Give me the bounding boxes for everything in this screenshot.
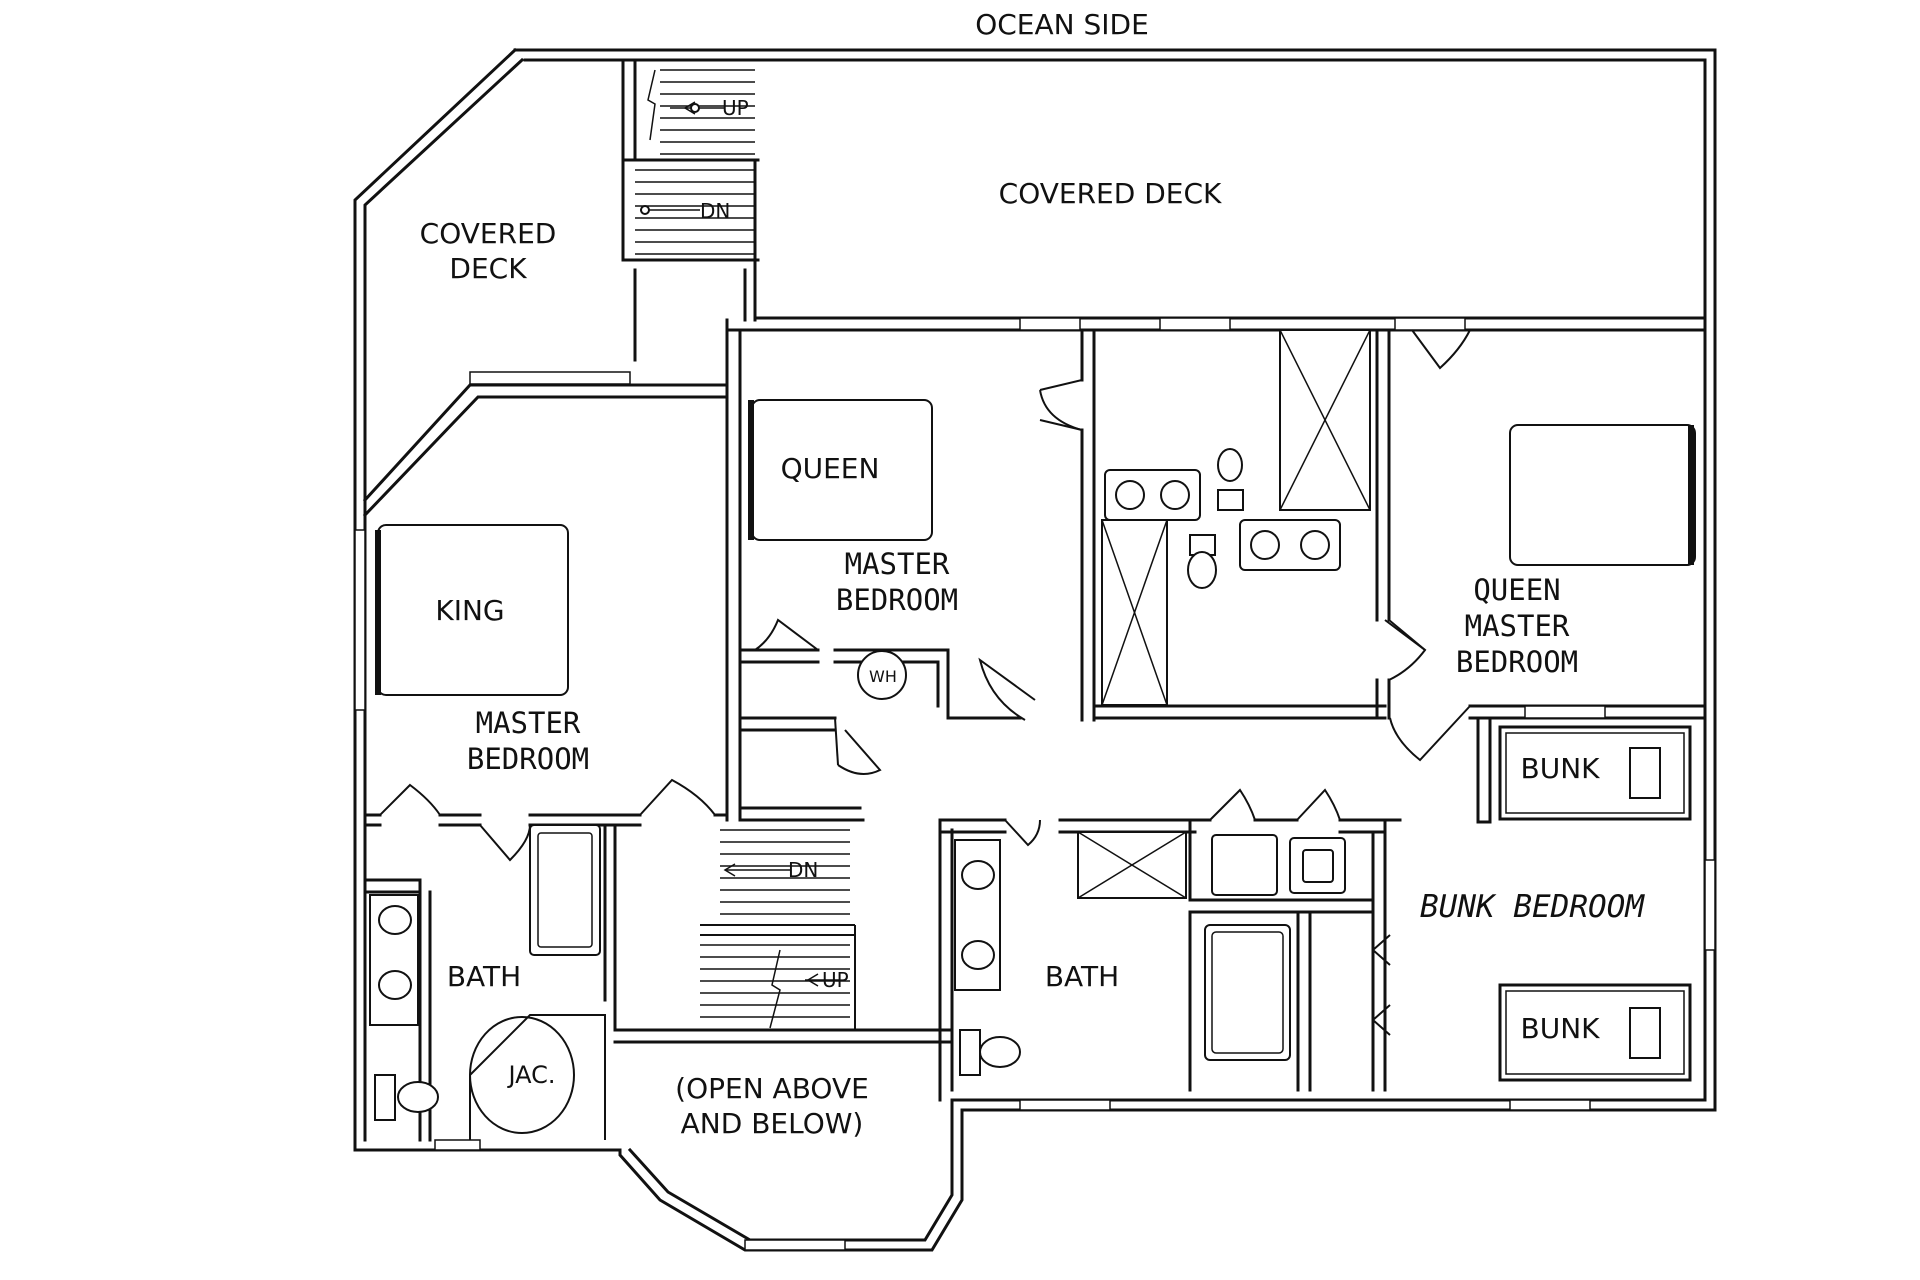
doors <box>379 329 1471 1036</box>
bed-king <box>375 524 569 696</box>
bed-queen-master <box>1509 424 1696 566</box>
stair-top-up-label: UP <box>722 96 749 120</box>
jacuzzi-label: JAC. <box>506 1061 555 1089</box>
bed-queen <box>748 399 933 541</box>
master-bedroom-left-line1: MASTER <box>476 706 581 740</box>
stair-center-down-label: DN <box>788 858 818 882</box>
master-bedroom-left-line2: BEDROOM <box>467 742 589 776</box>
queen-bed-label: QUEEN <box>781 452 880 485</box>
open-above-line1: (OPEN ABOVE <box>675 1072 869 1105</box>
bath-left-label: BATH <box>447 960 521 993</box>
covered-deck-left-line1: COVERED <box>420 217 557 250</box>
stair-top-down-label: DN <box>700 199 730 223</box>
bunk-bottom <box>1498 983 1692 1082</box>
open-above-line2: AND BELOW) <box>681 1107 864 1140</box>
bunk-top <box>1498 725 1692 821</box>
bunk-bedroom-label: BUNK BEDROOM <box>1420 889 1645 925</box>
stair-center-up-label: UP <box>822 968 849 992</box>
bunk-top-label: BUNK <box>1520 752 1600 785</box>
ocean-side-label: OCEAN SIDE <box>975 8 1149 41</box>
stairs-top <box>635 69 755 255</box>
queen-master-line1: QUEEN <box>1473 573 1560 607</box>
stairs-center <box>700 829 856 1030</box>
windows <box>354 317 1716 1251</box>
master-bedroom-center-line2: BEDROOM <box>836 583 958 617</box>
bunk-bottom-label: BUNK <box>1520 1012 1600 1045</box>
queen-master-line2: MASTER <box>1465 609 1570 643</box>
labels: OCEAN SIDE COVERED DECK COVERED DECK KIN… <box>420 8 1646 1140</box>
queen-master-line3: BEDROOM <box>1456 645 1578 679</box>
bath-right-label: BATH <box>1045 960 1119 993</box>
water-heater-label: WH <box>869 667 897 686</box>
covered-deck-main-label: COVERED DECK <box>999 177 1222 210</box>
king-bed-label: KING <box>435 594 504 627</box>
fixtures <box>369 329 1371 1140</box>
covered-deck-left-line2: DECK <box>449 252 527 285</box>
master-bedroom-center-line1: MASTER <box>845 547 950 581</box>
